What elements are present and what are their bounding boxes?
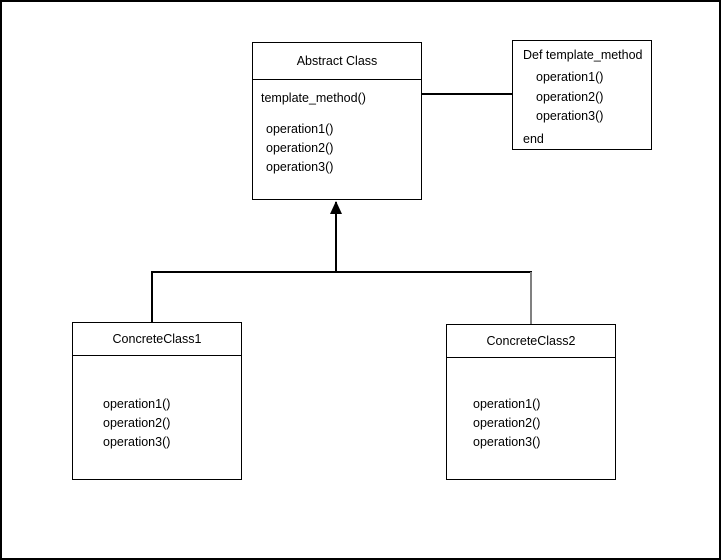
concrete-class-2-operations: operation1() operation2() operation3() [447, 358, 615, 452]
pseudocode-operation2: operation2() [536, 89, 604, 104]
method-template-method: template_method() [261, 91, 366, 105]
pseudocode-operation1: operation1() [536, 70, 604, 84]
note-connector-line[interactable] [422, 93, 512, 95]
class-title-concrete-class-1: ConcreteClass1 [73, 323, 241, 356]
pseudocode-header: Def template_method [523, 48, 643, 62]
concrete-class-1-operations: operation1() operation2() operation3() [73, 356, 241, 452]
class-body-abstract-class: template_method() operation1() operation… [253, 80, 421, 177]
method-operation2: operation2() [266, 141, 334, 155]
concrete-class-2-connector-stub[interactable] [530, 272, 532, 324]
pseudocode-operations: operation1() operation2() operation3() [523, 68, 643, 127]
inheritance-connector-vertical-line[interactable] [335, 202, 337, 272]
method-operation3: operation3() [473, 435, 541, 449]
method-operation2: operation2() [103, 416, 171, 430]
method-operation3: operation3() [266, 160, 334, 174]
method-operation1: operation1() [266, 122, 334, 136]
concrete-class-1-connector-stub[interactable] [151, 272, 153, 322]
method-operation1: operation1() [473, 397, 541, 411]
abstract-class-operations: operation1() operation2() operation3() [261, 120, 413, 177]
pseudocode-note-box[interactable]: Def template_method operation1() operati… [512, 40, 652, 150]
pseudocode-operation3: operation3() [536, 109, 604, 123]
pseudocode-footer: end [523, 131, 544, 146]
method-operation2: operation2() [473, 416, 541, 430]
class-box-concrete-class-1[interactable]: ConcreteClass1 operation1() operation2()… [72, 322, 242, 480]
inheritance-connector-horizontal-line[interactable] [151, 271, 532, 273]
method-operation1: operation1() [103, 397, 171, 411]
class-body-concrete-class-1: operation1() operation2() operation3() [73, 356, 241, 452]
method-operation3: operation3() [103, 435, 171, 449]
class-box-concrete-class-2[interactable]: ConcreteClass2 operation1() operation2()… [446, 324, 616, 480]
class-body-concrete-class-2: operation1() operation2() operation3() [447, 358, 615, 452]
class-title-concrete-class-2: ConcreteClass2 [447, 325, 615, 358]
class-title-abstract-class: Abstract Class [253, 43, 421, 80]
class-box-abstract-class[interactable]: Abstract Class template_method() operati… [252, 42, 422, 200]
pseudocode-note-body: Def template_method operation1() operati… [513, 41, 651, 147]
